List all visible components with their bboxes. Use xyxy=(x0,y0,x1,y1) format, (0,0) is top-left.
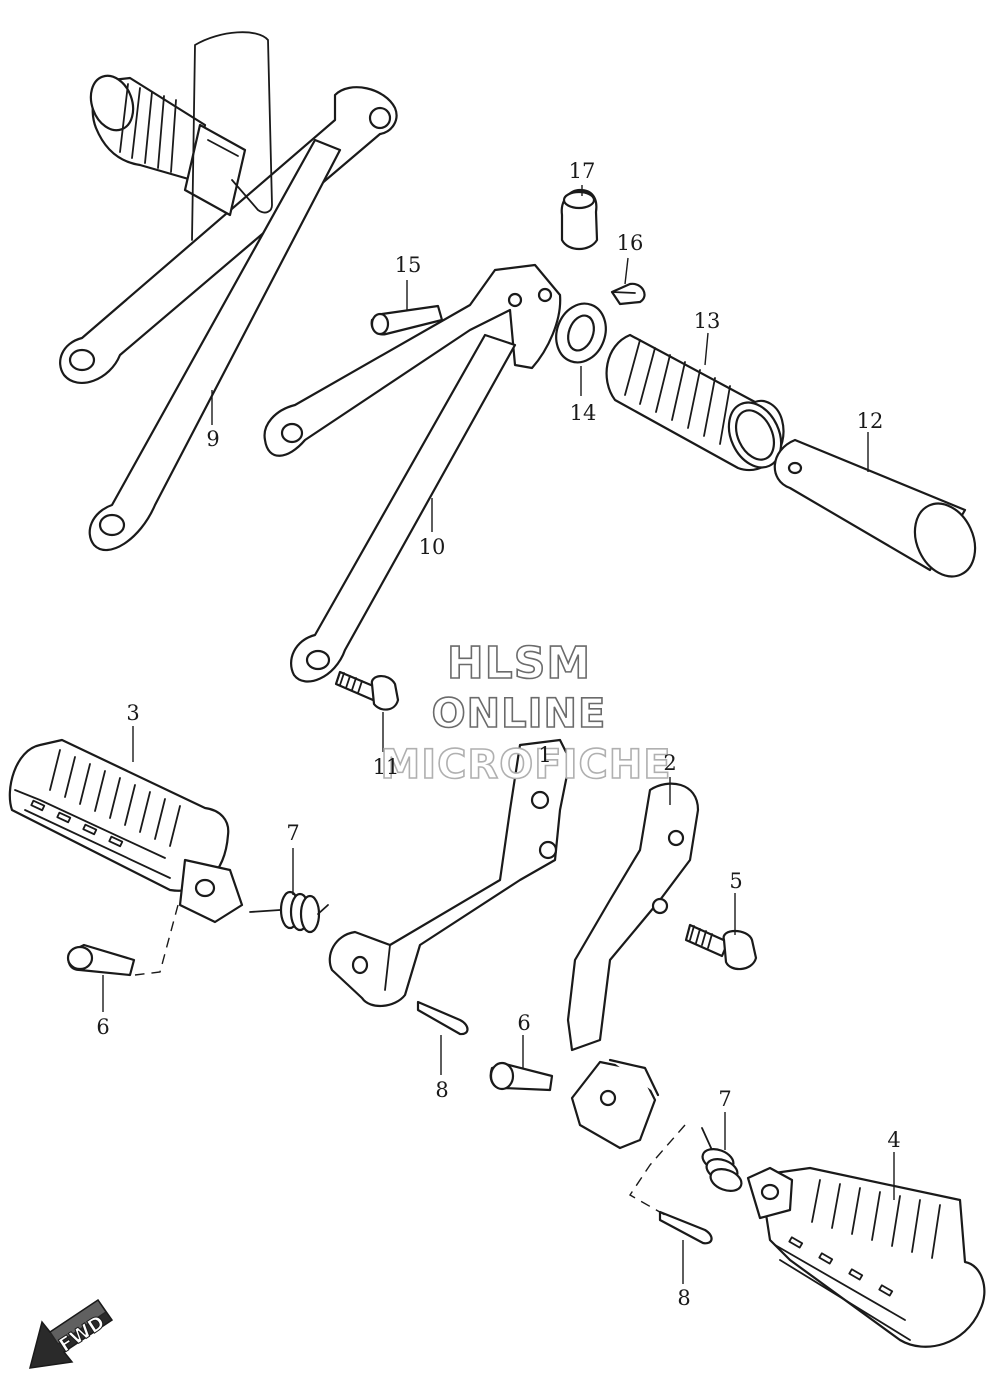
part-17-cap[interactable] xyxy=(560,188,599,251)
callout-numbers: 17 16 15 13 14 12 9 10 11 3 1 2 7 5 6 6 … xyxy=(96,159,900,1310)
callout-7a: 7 xyxy=(286,821,299,845)
part-15-pin[interactable] xyxy=(370,304,444,336)
part-7b-spring[interactable] xyxy=(700,1127,745,1195)
callout-4: 4 xyxy=(887,1128,900,1152)
watermark-line1: HLSM xyxy=(447,638,591,689)
callout-14: 14 xyxy=(570,401,597,425)
watermark-line3: MICROFICHE xyxy=(380,742,671,788)
callout-2: 2 xyxy=(663,751,676,775)
callout-6a: 6 xyxy=(96,1015,109,1039)
callout-16: 16 xyxy=(617,231,644,255)
callout-12: 12 xyxy=(857,409,884,433)
part-16-clip[interactable] xyxy=(610,282,646,306)
callout-8a: 8 xyxy=(435,1078,448,1102)
callout-9: 9 xyxy=(206,427,219,451)
part-13-grip[interactable] xyxy=(605,333,792,476)
callout-1: 1 xyxy=(538,743,551,767)
part-6b-pin[interactable] xyxy=(489,1061,554,1092)
part-14-washer[interactable] xyxy=(548,297,614,370)
part-7a-spring[interactable] xyxy=(249,890,329,934)
callout-17: 17 xyxy=(569,159,596,183)
callout-5: 5 xyxy=(729,869,742,893)
part-12-pipe[interactable] xyxy=(773,438,987,586)
part-5-bolt[interactable] xyxy=(684,923,758,971)
part-8a-cotter[interactable] xyxy=(416,1000,469,1036)
part-3-footrest[interactable] xyxy=(8,738,244,924)
leader-lines xyxy=(102,185,895,1284)
callout-10: 10 xyxy=(419,535,446,559)
callout-13: 13 xyxy=(694,309,721,333)
part-2-pad[interactable] xyxy=(570,1058,660,1150)
watermark: HLSM ONLINE MICROFICHE xyxy=(380,637,672,789)
callout-8b: 8 xyxy=(677,1286,690,1310)
assembly-lines xyxy=(134,904,686,1216)
watermark-line2: ONLINE xyxy=(432,691,607,737)
part-10-bracket[interactable] xyxy=(263,263,562,683)
part-4-footrest[interactable] xyxy=(746,1166,986,1348)
part-6a-pin[interactable] xyxy=(66,943,136,977)
part-2-bracket[interactable] xyxy=(566,782,700,1052)
callout-15: 15 xyxy=(395,253,422,277)
part-9-bracket[interactable] xyxy=(59,31,398,552)
fwd-arrow-icon: FWD xyxy=(28,1298,114,1369)
part-11-bolt[interactable] xyxy=(334,670,400,711)
callout-11: 11 xyxy=(373,755,400,779)
callout-3: 3 xyxy=(126,701,139,725)
part-1-bracket[interactable] xyxy=(328,738,572,1007)
part-8b-cotter[interactable] xyxy=(658,1210,713,1245)
callout-7b: 7 xyxy=(718,1087,731,1111)
callout-6b: 6 xyxy=(517,1011,530,1035)
